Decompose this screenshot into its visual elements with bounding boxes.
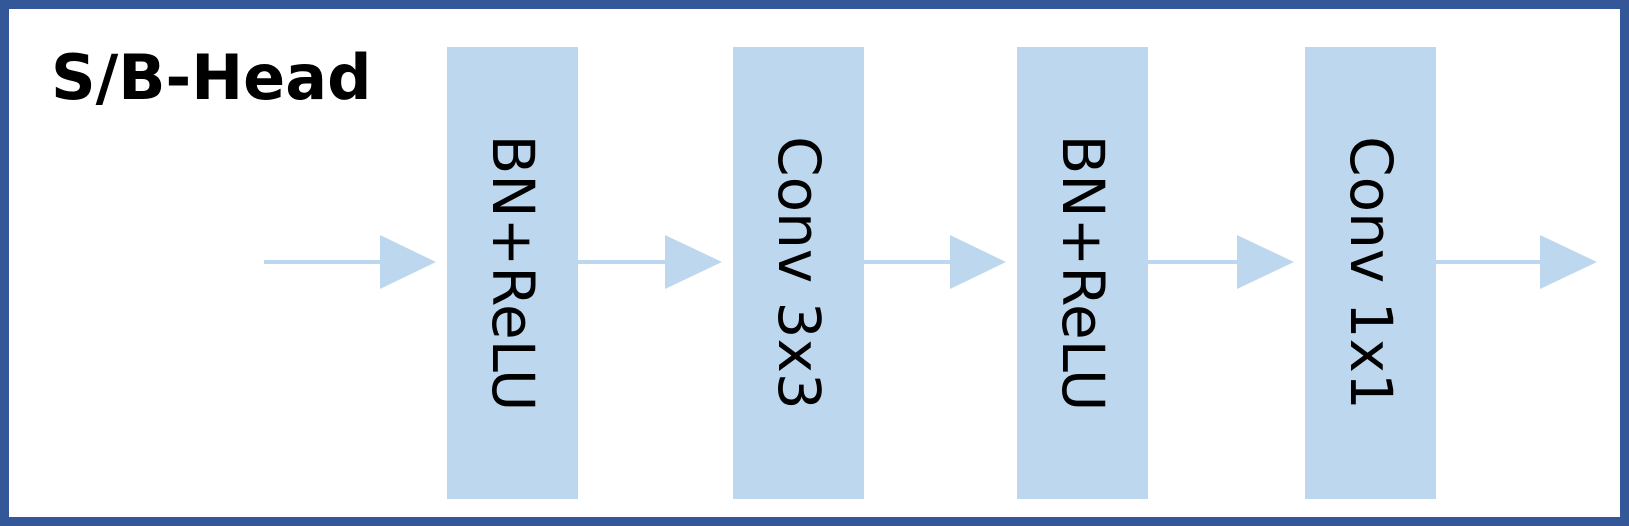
block-bn-relu-2: BN+ReLU xyxy=(1017,47,1148,499)
diagram-title: S/B-Head xyxy=(51,41,372,114)
block-conv-3x3: Conv 3x3 xyxy=(733,47,864,499)
block-conv-1x1: Conv 1x1 xyxy=(1305,47,1436,499)
block-bn-relu-1: BN+ReLU xyxy=(447,47,578,499)
block-label: Conv 3x3 xyxy=(764,136,833,410)
block-label: BN+ReLU xyxy=(478,134,547,412)
block-label: Conv 1x1 xyxy=(1336,136,1405,410)
block-label: BN+ReLU xyxy=(1048,134,1117,412)
